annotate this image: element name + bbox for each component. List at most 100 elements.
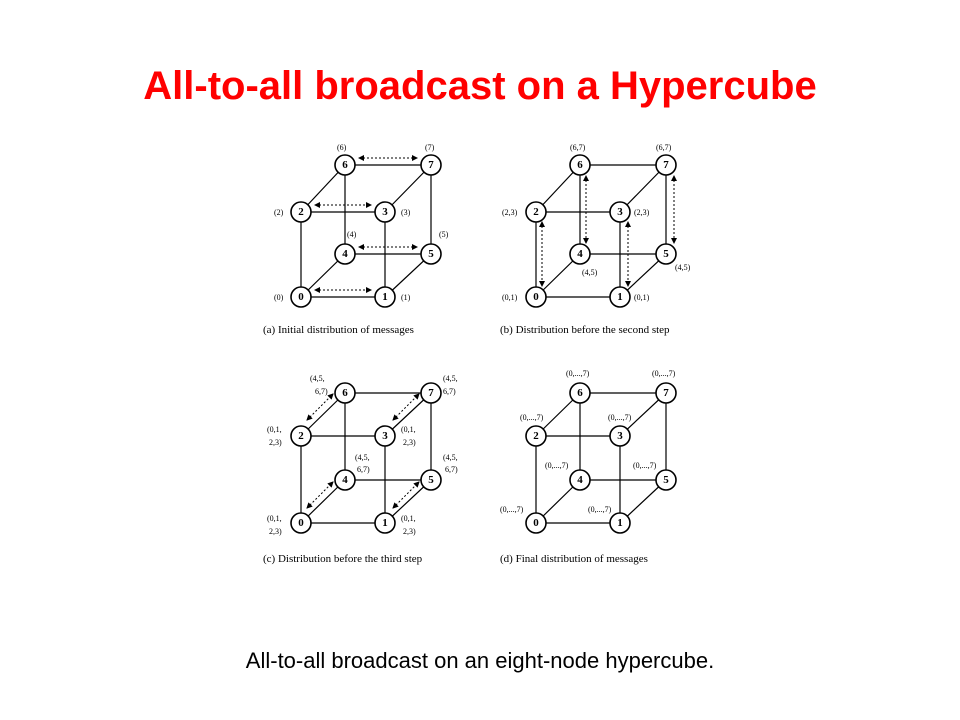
msg-label-5: (5): [439, 230, 449, 239]
msg-label-7: (4,5, 6,7): [443, 374, 458, 396]
msg-label-0: (0): [274, 293, 284, 302]
svg-text:6: 6: [577, 387, 583, 399]
node-2: 2: [525, 201, 547, 223]
svg-text:1: 1: [382, 291, 388, 303]
svg-text:1: 1: [617, 291, 623, 303]
arrow-2-6: [306, 393, 334, 421]
cube-edges: [300, 164, 432, 298]
node-4: 4: [334, 469, 356, 491]
msg-label-4: (0,...,7): [545, 461, 569, 470]
svg-text:6,7): 6,7): [315, 387, 328, 396]
hypercube-diagram-d: 6 7 2 3 4 5 0 1 (0,...,7) (0,...,7) (0,.…: [500, 369, 677, 565]
svg-text:6,7): 6,7): [357, 465, 370, 474]
svg-text:2,3): 2,3): [403, 527, 416, 536]
msg-label-0: (0,1): [502, 293, 518, 302]
node-2: 2: [525, 425, 547, 447]
svg-text:2: 2: [298, 430, 304, 442]
svg-text:7: 7: [663, 159, 669, 171]
msg-label-5: (0,...,7): [633, 461, 657, 470]
node-4: 4: [334, 243, 356, 265]
svg-text:4: 4: [342, 474, 348, 486]
msg-label-2: (2): [274, 208, 284, 217]
node-5: 5: [420, 469, 442, 491]
node-6: 6: [334, 154, 356, 176]
msg-label-3: (0,1, 2,3): [401, 425, 416, 447]
svg-text:7: 7: [663, 387, 669, 399]
panel-caption: (b) Distribution before the second step: [500, 324, 670, 336]
msg-label-0: (0,1, 2,3): [267, 514, 282, 536]
msg-label-6: (4,5, 6,7): [310, 374, 328, 396]
svg-text:(0,1,: (0,1,: [267, 425, 282, 434]
svg-text:4: 4: [342, 248, 348, 260]
msg-label-5: (4,5, 6,7): [443, 453, 458, 474]
svg-text:2,3): 2,3): [269, 438, 282, 447]
svg-text:5: 5: [428, 474, 434, 486]
node-2: 2: [290, 425, 312, 447]
svg-text:0: 0: [298, 291, 304, 303]
msg-label-3: (0,...,7): [608, 413, 632, 422]
node-6: 6: [569, 382, 591, 404]
svg-text:1: 1: [617, 517, 623, 529]
svg-text:0: 0: [533, 517, 539, 529]
svg-text:4: 4: [577, 474, 583, 486]
node-0: 0: [525, 512, 547, 534]
svg-text:3: 3: [382, 206, 388, 218]
node-7: 7: [655, 382, 677, 404]
node-3: 3: [374, 425, 396, 447]
msg-label-3: (2,3): [634, 208, 650, 217]
node-6: 6: [334, 382, 356, 404]
svg-text:3: 3: [382, 430, 388, 442]
msg-label-7: (7): [425, 143, 435, 152]
hypercube-diagram-a: 6 7 2 3 4 5 0 1 (6) (7) (2) (3) (4) (5) …: [263, 143, 449, 336]
svg-text:6: 6: [342, 387, 348, 399]
msg-label-5: (4,5): [675, 263, 691, 272]
node-1: 1: [374, 286, 396, 308]
hypercube-diagram-c: 6 7 2 3 4 5 0 1 (4,5, 6,7) (4,5, 6,7) (0…: [263, 374, 458, 565]
msg-label-2: (0,1, 2,3): [267, 425, 282, 447]
msg-label-6: (6): [337, 143, 347, 152]
msg-label-7: (6,7): [656, 143, 672, 152]
node-2: 2: [290, 201, 312, 223]
panel-caption: (a) Initial distribution of messages: [263, 324, 414, 336]
msg-label-2: (0,...,7): [520, 413, 544, 422]
node-4: 4: [569, 243, 591, 265]
node-7: 7: [655, 154, 677, 176]
msg-label-3: (3): [401, 208, 411, 217]
figure-caption: All-to-all broadcast on an eight-node hy…: [245, 648, 715, 673]
msg-label-6: (0,...,7): [566, 369, 590, 378]
node-4: 4: [569, 469, 591, 491]
svg-text:1: 1: [382, 517, 388, 529]
node-1: 1: [374, 512, 396, 534]
node-6: 6: [569, 154, 591, 176]
node-3: 3: [609, 425, 631, 447]
svg-text:7: 7: [428, 387, 434, 399]
msg-label-1: (0,...,7): [588, 505, 612, 514]
panel-b-before-second-step: 6 7 2 3 4 5 0 1 (6,7) (6,7) (2,3) (2,3) …: [490, 140, 700, 340]
msg-label-1: (0,1): [634, 293, 650, 302]
panel-caption: (d) Final distribution of messages: [500, 553, 648, 565]
svg-text:2: 2: [298, 206, 304, 218]
svg-text:5: 5: [428, 248, 434, 260]
cube-edges: [535, 392, 667, 524]
svg-text:0: 0: [298, 517, 304, 529]
node-3: 3: [609, 201, 631, 223]
svg-text:(4,5,: (4,5,: [443, 453, 458, 462]
svg-text:2,3): 2,3): [403, 438, 416, 447]
svg-text:(0,1,: (0,1,: [401, 425, 416, 434]
node-0: 0: [290, 512, 312, 534]
svg-text:5: 5: [663, 474, 669, 486]
node-7: 7: [420, 382, 442, 404]
msg-label-4: (4): [347, 230, 357, 239]
svg-text:6: 6: [342, 159, 348, 171]
svg-text:6,7): 6,7): [445, 465, 458, 474]
svg-text:0: 0: [533, 291, 539, 303]
panel-caption: (c) Distribution before the third step: [263, 553, 423, 565]
svg-text:7: 7: [428, 159, 434, 171]
svg-text:(0,1,: (0,1,: [401, 514, 416, 523]
hypercube-diagram-b: 6 7 2 3 4 5 0 1 (6,7) (6,7) (2,3) (2,3) …: [500, 143, 691, 336]
msg-label-0: (0,...,7): [500, 505, 524, 514]
svg-text:5: 5: [663, 248, 669, 260]
message-arrows: [539, 175, 677, 287]
node-0: 0: [290, 286, 312, 308]
node-5: 5: [420, 243, 442, 265]
